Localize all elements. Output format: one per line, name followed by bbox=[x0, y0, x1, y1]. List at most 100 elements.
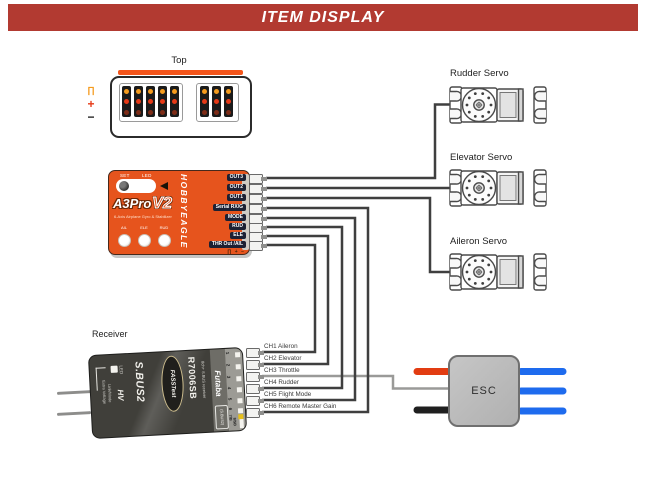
servo-label-rudder: Rudder Servo bbox=[450, 68, 509, 79]
channel-label-ch5: CH5 Flight Mode bbox=[264, 391, 312, 398]
gyro-set-button bbox=[119, 181, 129, 191]
positive-pin-dot bbox=[123, 99, 129, 104]
positive-pin-dot bbox=[201, 99, 207, 104]
wire-out1-to-aileron-servo bbox=[266, 196, 450, 274]
gyro-version-text: V2 bbox=[152, 195, 173, 213]
negative-pin-dot bbox=[159, 109, 165, 115]
signal-pin-dot bbox=[135, 88, 141, 94]
receiver-pin-pad bbox=[236, 387, 243, 393]
gyro-port-rud: RUD bbox=[229, 223, 246, 230]
receiver-led-indicator bbox=[110, 365, 118, 373]
elevator-servo bbox=[449, 169, 547, 207]
receiver-pin-pad bbox=[235, 364, 241, 370]
receiver-plug-ch4 bbox=[246, 384, 264, 394]
channel-label-ch1: CH1 Aileron bbox=[264, 343, 298, 350]
pin-column bbox=[224, 86, 233, 117]
receiver-plug-ch6 bbox=[246, 408, 264, 418]
left-arrow-icon bbox=[160, 182, 168, 190]
signal-pin-dot bbox=[201, 88, 207, 94]
signal-symbol: ∏ bbox=[87, 85, 95, 95]
fasstest-logo-text: FASSTest bbox=[168, 369, 177, 398]
gyro-port-out2: OUT2 bbox=[226, 184, 246, 191]
pin-column bbox=[200, 86, 209, 117]
pin-column bbox=[146, 86, 155, 117]
pin-column bbox=[134, 86, 143, 117]
receiver-unit: Extra Voltage Link/Mode LED HV S.BUS2 FA… bbox=[87, 347, 248, 439]
gyro-plug-out3 bbox=[249, 174, 267, 184]
gyro-model-text: A3Pro bbox=[113, 196, 152, 211]
gyro-gain-knob-rud bbox=[157, 234, 171, 247]
positive-pin-dot bbox=[171, 99, 177, 104]
receiver-pin-3-label: 3 bbox=[226, 375, 232, 379]
receiver-pin-5-label: 5 bbox=[227, 397, 233, 401]
page-title: ITEM DISPLAY bbox=[261, 8, 385, 26]
wire-ch4-to-rud bbox=[262, 225, 344, 390]
gyro-knob-label-ele: ELE bbox=[140, 225, 148, 230]
pin-column bbox=[158, 86, 167, 117]
wire-ch3-throttle-to-esc bbox=[262, 374, 452, 390]
gyro-plug-out2 bbox=[249, 184, 267, 194]
wire-ch2-to-ele bbox=[262, 234, 330, 366]
gyro-led-label: LED bbox=[142, 172, 152, 178]
negative-pin-dot bbox=[171, 109, 177, 115]
signal-pin-dot bbox=[213, 88, 219, 94]
wire-ch1-to-thr-ail bbox=[262, 243, 317, 354]
wire-ch6-to-serial-rxg bbox=[262, 206, 370, 414]
top-view-orange-bar bbox=[118, 70, 243, 75]
signal-pin-dot bbox=[123, 88, 129, 94]
esc-label: ESC bbox=[471, 385, 497, 397]
receiver-pin-4-label: 4 bbox=[226, 386, 232, 390]
gyro-pin-row-symbols: ∏ + − bbox=[227, 249, 245, 255]
gyro-port-out3: OUT3 bbox=[226, 174, 246, 181]
negative-pin-dot bbox=[147, 109, 153, 115]
pin-column bbox=[122, 86, 131, 117]
channel-label-ch4: CH4 Rudder bbox=[264, 379, 299, 386]
negative-pin-dot bbox=[225, 109, 231, 115]
gyro-knob-label-ail: AIL bbox=[120, 225, 127, 230]
receiver-plug-ch3 bbox=[246, 372, 264, 382]
receiver-pin-2-label: 2 bbox=[225, 363, 231, 367]
rudder-servo bbox=[449, 86, 547, 124]
receiver-sbus2-logo: S.BUS2 bbox=[132, 361, 147, 403]
gyro-brand: HOBBYEAGLE bbox=[179, 174, 189, 249]
gyro-connector-edge bbox=[242, 174, 249, 250]
gyro-port-thr-ail: THR Out /AIL bbox=[208, 241, 246, 248]
channel-label-ch3: CH3 Throttle bbox=[264, 367, 300, 374]
receiver-sbus2-port bbox=[238, 419, 244, 429]
receiver-plug-ch1 bbox=[246, 348, 264, 358]
receiver-pin-pad bbox=[234, 352, 241, 358]
receiver-pin-pad bbox=[237, 398, 243, 404]
gyro-gain-knob-ail bbox=[117, 234, 131, 247]
gyro-knob-label-rud: RUD bbox=[159, 225, 169, 230]
wire-ch5-to-mode bbox=[262, 216, 357, 402]
negative-pin-dot bbox=[201, 109, 207, 115]
receiver-pin-pad bbox=[236, 376, 242, 382]
gyro-plug-thr-ail bbox=[249, 241, 267, 251]
header-banner: ITEM DISPLAY bbox=[8, 4, 638, 31]
channel-label-ch6: CH6 Remote Master Gain bbox=[264, 403, 337, 410]
receiver-hv-logo: HV bbox=[115, 389, 126, 401]
positive-pin-dot bbox=[147, 99, 153, 104]
receiver-caption: Receiver bbox=[92, 329, 128, 339]
gyro-port-mode: MODE bbox=[225, 214, 246, 221]
gyro-set-label: SET bbox=[120, 172, 130, 178]
positive-pin-dot bbox=[225, 99, 231, 104]
receiver-pin-6-label: 6 bbox=[227, 407, 233, 411]
receiver-pin-8sb-label: 8/SB bbox=[232, 417, 237, 427]
receiver-model: R7006SB bbox=[186, 356, 199, 400]
signal-pin-dot bbox=[171, 88, 177, 94]
signal-pin-dot bbox=[147, 88, 153, 94]
gyro-port-out1: OUT1 bbox=[226, 194, 246, 201]
aileron-servo bbox=[449, 253, 547, 291]
pin-column bbox=[212, 86, 221, 117]
esc-unit: ESC bbox=[448, 355, 520, 427]
receiver-link-mode-label: Link/Mode bbox=[106, 383, 113, 403]
servo-label-elevator: Elevator Servo bbox=[450, 152, 513, 163]
gyro-plug-out1 bbox=[249, 194, 267, 204]
receiver-pin-pad bbox=[237, 408, 244, 414]
gyro-gain-knob-ele bbox=[137, 234, 151, 247]
receiver-pin-1-label: 1 bbox=[224, 351, 231, 355]
signal-pin-dot bbox=[225, 88, 231, 94]
